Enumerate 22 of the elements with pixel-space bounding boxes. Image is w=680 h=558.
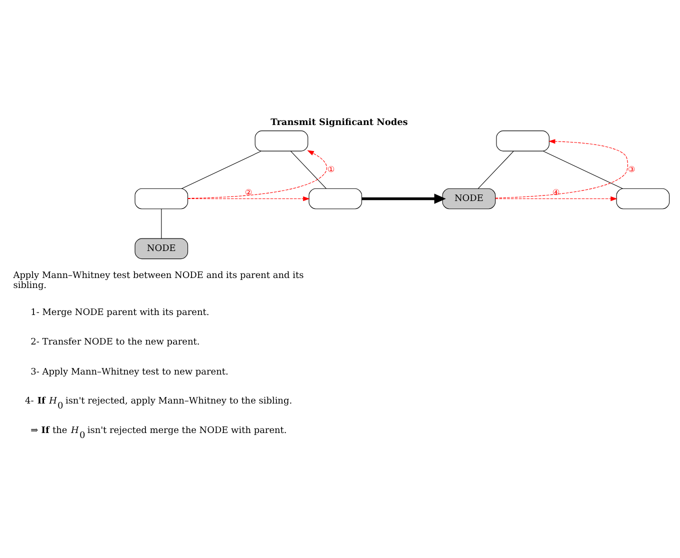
arrow <box>188 150 328 199</box>
diagram-title: Transmit Significant Nodes <box>270 118 408 128</box>
arrow <box>188 196 310 202</box>
connector <box>181 150 262 189</box>
connector <box>478 150 514 189</box>
arrow <box>495 196 618 202</box>
node-box <box>616 188 670 210</box>
node-box <box>134 188 188 210</box>
label: Apply Mann–Whitney test between NODE and its parent and its sibling. <box>13 270 304 291</box>
connector <box>542 150 623 189</box>
arrow <box>362 194 446 204</box>
connector <box>290 150 326 189</box>
label: 1- Merge NODE parent with its parent. <box>30 308 210 318</box>
node-box <box>496 130 550 152</box>
node-box: NODE <box>442 188 496 210</box>
node-box: NODE <box>134 238 188 260</box>
connector <box>161 208 162 239</box>
node-box <box>254 130 308 152</box>
arrow <box>495 139 628 198</box>
label: 3- Apply Mann–Whitney test to new parent. <box>30 367 228 378</box>
node-box <box>308 188 362 210</box>
label: 2- Transfer NODE to the new parent. <box>30 338 200 348</box>
